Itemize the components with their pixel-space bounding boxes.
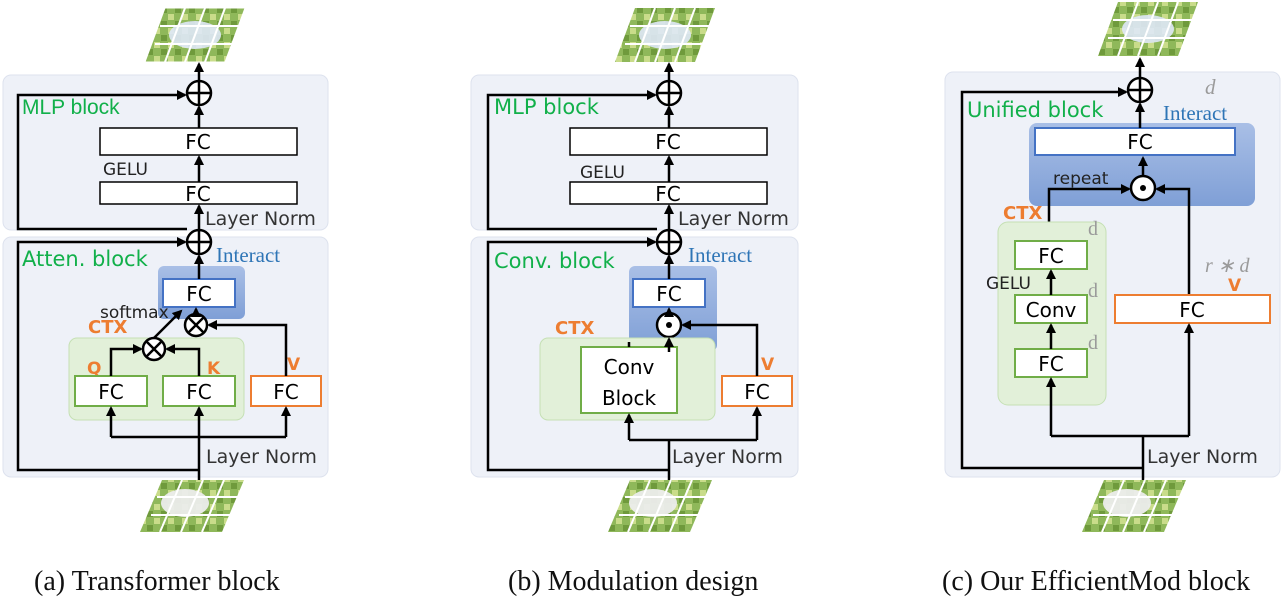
conv-block-title: Conv. block: [494, 249, 616, 273]
ctx-label-b: CTX: [555, 318, 594, 339]
conv-label-c: Conv: [1026, 298, 1077, 322]
v-label-b: V: [761, 355, 775, 375]
caption-a: (a) Transformer block: [34, 566, 280, 597]
gelu-label: GELU: [103, 160, 148, 180]
fc-top-label-b: FC: [655, 130, 680, 154]
fc-v-label-c: FC: [1179, 298, 1204, 322]
caption-c: (c) Our EfficientMod block: [942, 566, 1251, 597]
k-label: K: [207, 359, 221, 379]
fc-interact-box-b: [632, 278, 706, 308]
fc-k-label: FC: [186, 380, 211, 404]
fc-top-label: FC: [185, 130, 210, 154]
output-image-b: [615, 7, 715, 63]
output-image-a: [144, 7, 246, 63]
fc2-label: FC: [1038, 352, 1063, 376]
layer-norm-top: Layer Norm: [205, 208, 316, 230]
conv-block-box: [580, 346, 678, 414]
mlp-block-title: MLP block: [22, 96, 120, 119]
fc-v-label-b: FC: [744, 380, 769, 404]
input-image-b: [608, 479, 712, 533]
fc-interact-box-c: [1034, 127, 1236, 156]
layer-norm-bottom-c: Layer Norm: [1147, 446, 1258, 468]
fc1-box: [1014, 240, 1088, 270]
interact-label-b: Interact: [688, 243, 752, 267]
fc1-label: FC: [1038, 244, 1063, 268]
gelu-label-c: GELU: [986, 274, 1031, 294]
fc-q-label: FC: [98, 380, 123, 404]
v-label-c: V: [1228, 276, 1242, 296]
input-image-c: [1082, 479, 1186, 533]
ctx-label-a: CTX: [88, 317, 127, 338]
caption-b: (b) Modulation design: [508, 566, 759, 597]
fc-v-label-a: FC: [273, 380, 298, 404]
interact-label-a: Interact: [216, 243, 280, 267]
atten-block-title: Atten. block: [22, 247, 149, 271]
panel-a: MLP block FC GELU FC Layer Norm Atten. b…: [2, 7, 329, 533]
ctx-label-c: CTX: [1003, 203, 1042, 224]
fc-interact-label-b: FC: [656, 282, 681, 306]
q-label: Q: [87, 359, 101, 379]
layer-norm-top-b: Layer Norm: [678, 208, 789, 230]
d3-label: d: [1088, 332, 1098, 354]
panel-b: MLP block FC GELU FC Layer Norm Conv. bl…: [470, 7, 799, 533]
input-image-a: [140, 479, 244, 533]
fc-mid-label-b: FC: [655, 182, 680, 206]
softmax-label: softmax: [100, 303, 169, 323]
layer-norm-bottom: Layer Norm: [206, 446, 317, 468]
fc-interact-label-c: FC: [1127, 130, 1152, 154]
v-label-a: V: [287, 355, 301, 375]
d2-label: d: [1088, 280, 1098, 302]
rd-label: r ∗ d: [1205, 255, 1251, 277]
output-image-c: [1098, 1, 1198, 57]
mlp-block-title-b: MLP block: [494, 95, 600, 119]
fc-q-box: [74, 375, 148, 407]
conv-block-line1: Conv: [604, 355, 655, 379]
interact-label-c: Interact: [1163, 101, 1227, 125]
gelu-label-b: GELU: [580, 163, 625, 183]
panel-c: Unified block d Interact FC repeat CTX F…: [944, 1, 1281, 533]
d1-label: d: [1088, 218, 1098, 240]
conv-block-line2: Block: [602, 386, 657, 410]
fc-interact-label-a: FC: [186, 282, 211, 306]
repeat-label: repeat: [1053, 169, 1109, 189]
fc-mid-label: FC: [185, 182, 210, 206]
d-top: d: [1205, 75, 1216, 99]
layer-norm-bottom-b: Layer Norm: [672, 446, 783, 468]
unified-block-title: Unified block: [967, 98, 1104, 122]
